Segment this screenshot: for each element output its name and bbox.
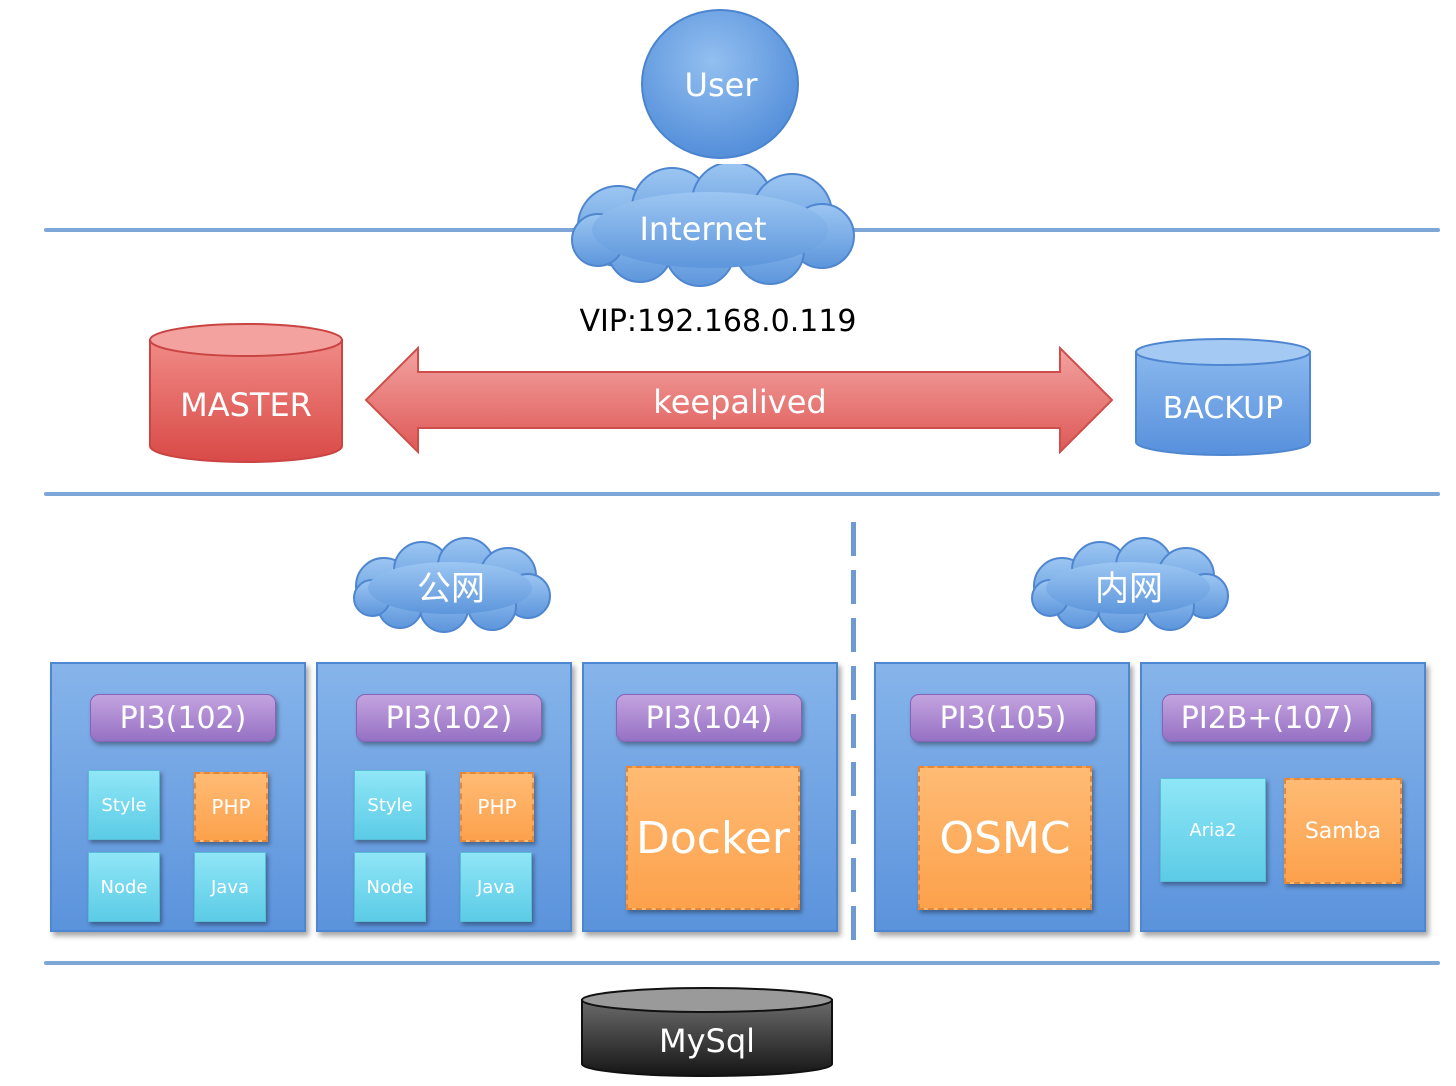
node-1-label: PI3(102)	[90, 694, 276, 742]
node-5-service-aria2: Aria2	[1160, 778, 1266, 882]
node-5-label: PI2B+(107)	[1162, 694, 1372, 742]
backup-label: BACKUP	[1162, 390, 1284, 426]
vip-label: VIP:192.168.0.119	[579, 303, 857, 339]
public-net-cloud-shape	[353, 537, 551, 633]
node-5-service-samba: Samba	[1284, 778, 1402, 884]
private-net-cloud-shape	[1031, 537, 1229, 633]
master-label: MASTER	[180, 386, 312, 424]
node-4-label: PI3(105)	[910, 694, 1096, 742]
node-2-service-node: Node	[354, 852, 426, 922]
node-2-service-java: Java	[460, 852, 532, 922]
public-net-label: 公网	[417, 568, 485, 609]
network-divider-line	[851, 522, 856, 952]
user-label: User	[684, 66, 758, 104]
node-1-service-node: Node	[88, 852, 160, 922]
master-cylinder-shape	[149, 323, 343, 463]
node-1-service-php: PHP	[194, 772, 268, 842]
ha-boundary-line	[44, 492, 1440, 496]
internet-cloud-shape	[571, 164, 855, 287]
node-3-service-docker: Docker	[626, 766, 800, 910]
node-2-service-style: Style	[354, 770, 426, 840]
node-2-label: PI3(102)	[356, 694, 542, 742]
keepalived-arrow-shape	[364, 345, 1114, 455]
backup-cylinder-shape	[1135, 338, 1311, 456]
mysql-label: MySql	[658, 1022, 756, 1060]
private-net-label: 内网	[1095, 568, 1163, 609]
node-3-label: PI3(104)	[616, 694, 802, 742]
node-1-service-style: Style	[88, 770, 160, 840]
keepalived-label: keepalived	[653, 383, 827, 421]
internet-label: Internet	[639, 210, 767, 248]
node-1-service-java: Java	[194, 852, 266, 922]
node-2-service-php: PHP	[460, 772, 534, 842]
mysql-cylinder-shape	[581, 987, 833, 1077]
node-4-service-osmc: OSMC	[918, 766, 1092, 910]
user-node-shape	[641, 9, 799, 159]
cluster-boundary-line	[44, 961, 1440, 965]
